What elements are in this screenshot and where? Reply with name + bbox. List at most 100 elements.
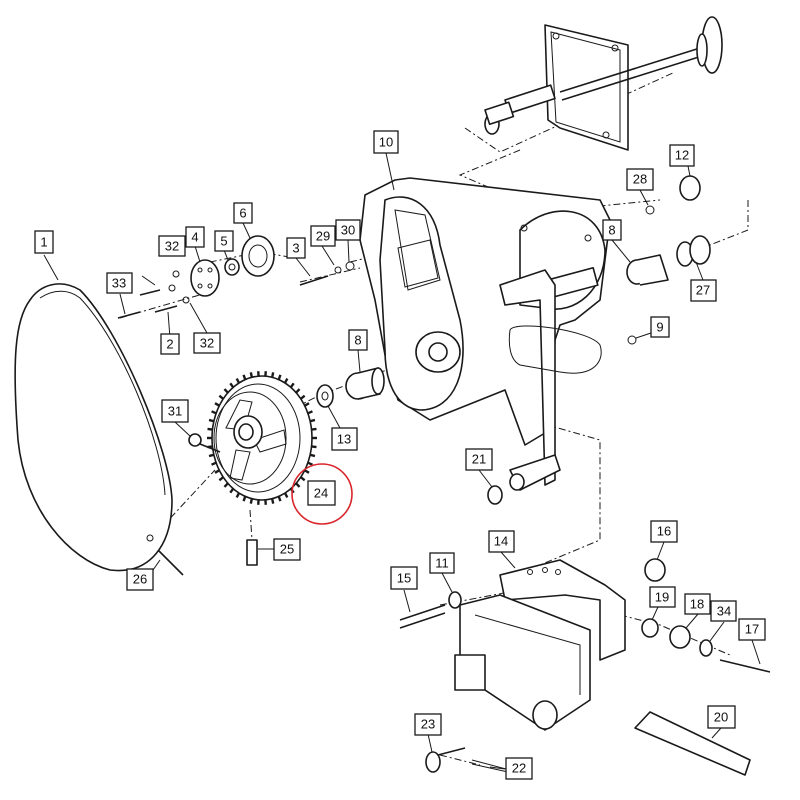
callout-10: 10	[373, 130, 399, 154]
svg-text:1: 1	[40, 235, 47, 250]
callout-32-bottom: 32	[193, 332, 221, 354]
gear-teeth	[207, 371, 317, 505]
callout-12: 12	[669, 144, 695, 167]
callout-4: 4	[185, 226, 205, 248]
callout-24: 24	[307, 480, 336, 506]
gear-tooth	[300, 476, 306, 482]
gear-tooth	[249, 498, 254, 504]
callout-labels: 1 2 4 5 6 8 8 9 10 11 12 13 14 15 16 17 …	[34, 130, 766, 780]
svg-text:29: 29	[316, 229, 330, 244]
svg-text:10: 10	[379, 135, 393, 150]
callout-3: 3	[286, 237, 306, 259]
svg-text:6: 6	[239, 206, 246, 221]
gear-tooth	[218, 476, 224, 482]
svg-text:28: 28	[633, 172, 647, 187]
callout-30: 30	[335, 219, 361, 241]
callout-31: 31	[161, 399, 189, 423]
gear-tooth	[307, 410, 313, 415]
callout-8-left: 8	[348, 329, 368, 351]
callout-18: 18	[684, 593, 711, 615]
bracket-assembly	[399, 558, 771, 776]
large-gear	[207, 371, 317, 505]
svg-text:13: 13	[337, 432, 351, 447]
gear-tooth	[277, 374, 282, 380]
gear-tooth	[208, 418, 215, 423]
svg-text:30: 30	[341, 223, 355, 238]
callout-9: 9	[650, 316, 670, 338]
gear-tooth	[249, 372, 254, 378]
svg-text:11: 11	[435, 556, 449, 571]
gear-tooth	[309, 418, 316, 423]
svg-text:5: 5	[220, 234, 227, 249]
callout-32-top: 32	[158, 235, 186, 257]
callout-27: 27	[690, 279, 717, 302]
gear-tooth	[242, 496, 247, 502]
svg-text:3: 3	[292, 241, 299, 256]
svg-text:31: 31	[168, 404, 182, 419]
callout-28: 28	[626, 168, 654, 191]
highlight-circle	[291, 463, 353, 525]
svg-text:33: 33	[112, 276, 126, 291]
gear-tooth	[283, 492, 289, 499]
gear-tooth	[307, 461, 313, 466]
main-housing	[359, 177, 611, 491]
callout-15: 15	[390, 566, 418, 590]
gear-tooth	[229, 487, 235, 494]
callout-25: 25	[273, 538, 301, 561]
gear-tooth	[218, 394, 224, 400]
callout-16: 16	[650, 520, 678, 543]
svg-text:21: 21	[472, 452, 486, 467]
callout-23: 23	[414, 713, 442, 736]
svg-text:16: 16	[657, 524, 671, 539]
callout-8-right: 8	[602, 219, 622, 241]
gear-tooth	[300, 394, 306, 400]
gear-tooth	[214, 469, 220, 474]
gear-tooth	[304, 469, 310, 474]
callout-21: 21	[465, 448, 493, 471]
svg-text:26: 26	[133, 572, 147, 587]
callout-17: 17	[738, 618, 766, 641]
gear-tooth	[235, 492, 241, 499]
svg-text:18: 18	[690, 597, 704, 612]
svg-text:23: 23	[421, 717, 435, 732]
gear-tooth	[208, 453, 215, 458]
gear-tooth	[270, 498, 275, 504]
gear-tooth	[214, 402, 220, 407]
callout-19: 19	[649, 586, 676, 608]
svg-text:12: 12	[675, 148, 689, 163]
svg-text:34: 34	[717, 604, 731, 619]
svg-text:19: 19	[655, 590, 669, 605]
gear-tooth	[295, 482, 301, 488]
svg-text:8: 8	[354, 333, 361, 348]
gear-tooth	[211, 410, 217, 415]
svg-text:4: 4	[191, 230, 198, 245]
svg-text:17: 17	[745, 622, 759, 637]
svg-text:27: 27	[696, 283, 710, 298]
belt-cover	[14, 283, 173, 572]
gear-tooth	[309, 453, 316, 458]
callout-13: 13	[331, 427, 358, 451]
svg-text:32: 32	[165, 239, 179, 254]
gear-tooth	[289, 382, 295, 389]
svg-text:22: 22	[512, 761, 526, 776]
svg-text:14: 14	[494, 534, 508, 549]
gear-tooth	[235, 377, 241, 384]
gear-tooth	[295, 388, 301, 394]
motor-plate-assembly	[484, 16, 723, 151]
svg-text:2: 2	[166, 337, 173, 352]
callout-29: 29	[310, 225, 336, 247]
small-parts	[117, 175, 711, 576]
gear-tooth	[304, 402, 310, 407]
callout-26: 26	[126, 568, 154, 591]
svg-text:32: 32	[200, 336, 214, 351]
callout-34: 34	[710, 600, 737, 622]
callout-20: 20	[707, 705, 736, 729]
gear-tooth	[223, 388, 229, 394]
callout-1: 1	[34, 230, 54, 254]
gear-tooth	[277, 496, 282, 502]
callout-22: 22	[505, 757, 533, 780]
gear-tooth	[207, 427, 213, 431]
svg-text:20: 20	[714, 710, 728, 725]
callout-33: 33	[106, 272, 133, 294]
gear-tooth	[223, 482, 229, 488]
